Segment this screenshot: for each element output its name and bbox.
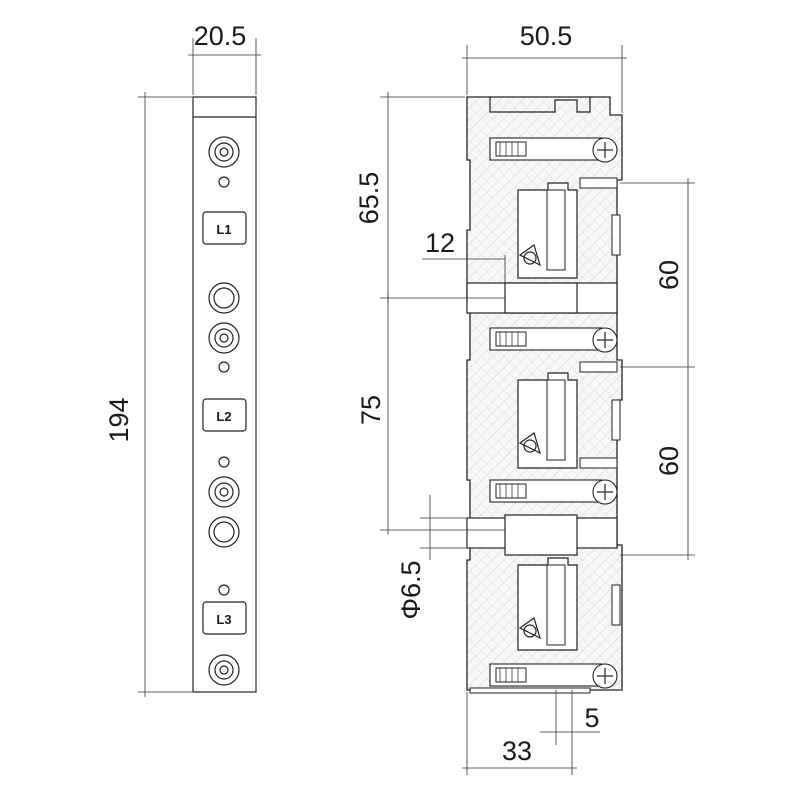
dim-total-height: 194 — [104, 92, 192, 697]
dim-text-right-pitch-bottom: 60 — [654, 446, 684, 476]
side-terminal-1 — [208, 136, 240, 168]
side-body-outline — [192, 96, 257, 693]
dim-gap-5: 5 — [540, 690, 600, 745]
right-recess — [579, 361, 618, 373]
side-small-hole — [218, 584, 230, 596]
dim-text-right-pitch-top: 60 — [654, 260, 684, 290]
dim-pitch-75: 75 — [356, 293, 505, 535]
screw-row-4 — [489, 663, 618, 689]
dim-text-front-width: 50.5 — [520, 21, 573, 51]
dim-text-depth-33: 33 — [502, 736, 532, 766]
side-terminal-4 — [208, 476, 240, 508]
right-recess — [579, 177, 618, 189]
clamp-3 — [517, 557, 578, 651]
side-view: L1 L2 L3 — [192, 96, 257, 693]
side-small-hole — [218, 361, 230, 373]
label-l1: L1 — [216, 222, 231, 237]
dim-hole-diameter: Φ6.5 — [396, 495, 505, 620]
side-terminal-6 — [208, 654, 240, 686]
dim-text-hole-diameter: Φ6.5 — [396, 560, 426, 619]
right-recess — [579, 457, 618, 469]
label-box-l2 — [202, 398, 247, 432]
top-notch — [489, 97, 591, 113]
side-terminal-5 — [208, 516, 240, 548]
label-box-l3 — [202, 601, 247, 635]
dim-front-width: 50.5 — [462, 21, 627, 113]
section-view — [466, 96, 623, 694]
dim-right-pitch: 60 60 — [620, 178, 695, 560]
dim-text-side-width: 20.5 — [194, 21, 247, 51]
side-small-hole — [218, 176, 230, 188]
screw-row-2 — [489, 327, 618, 353]
dim-depth-33: 33 — [462, 692, 577, 775]
dim-side-width: 20.5 — [188, 21, 261, 95]
clamp-1 — [517, 182, 578, 279]
dim-text-pitch-75: 75 — [356, 395, 386, 425]
dim-first-pitch: 65.5 — [354, 92, 505, 303]
clamp-2 — [517, 372, 578, 469]
label-l2: L2 — [216, 409, 231, 424]
screw-row-3 — [489, 479, 618, 505]
dim-text-gap-5: 5 — [584, 703, 599, 733]
side-small-hole — [218, 456, 230, 468]
dim-text-total-height: 194 — [104, 397, 134, 442]
dim-text-first-pitch: 65.5 — [354, 172, 384, 225]
dim-offset-12: 12 — [422, 228, 506, 283]
label-l3: L3 — [216, 612, 231, 627]
side-terminal-3 — [208, 322, 240, 354]
dim-text-offset-12: 12 — [425, 228, 455, 258]
side-terminal-2 — [208, 282, 240, 314]
screw-row-1 — [489, 137, 618, 163]
label-box-l1 — [202, 211, 247, 245]
